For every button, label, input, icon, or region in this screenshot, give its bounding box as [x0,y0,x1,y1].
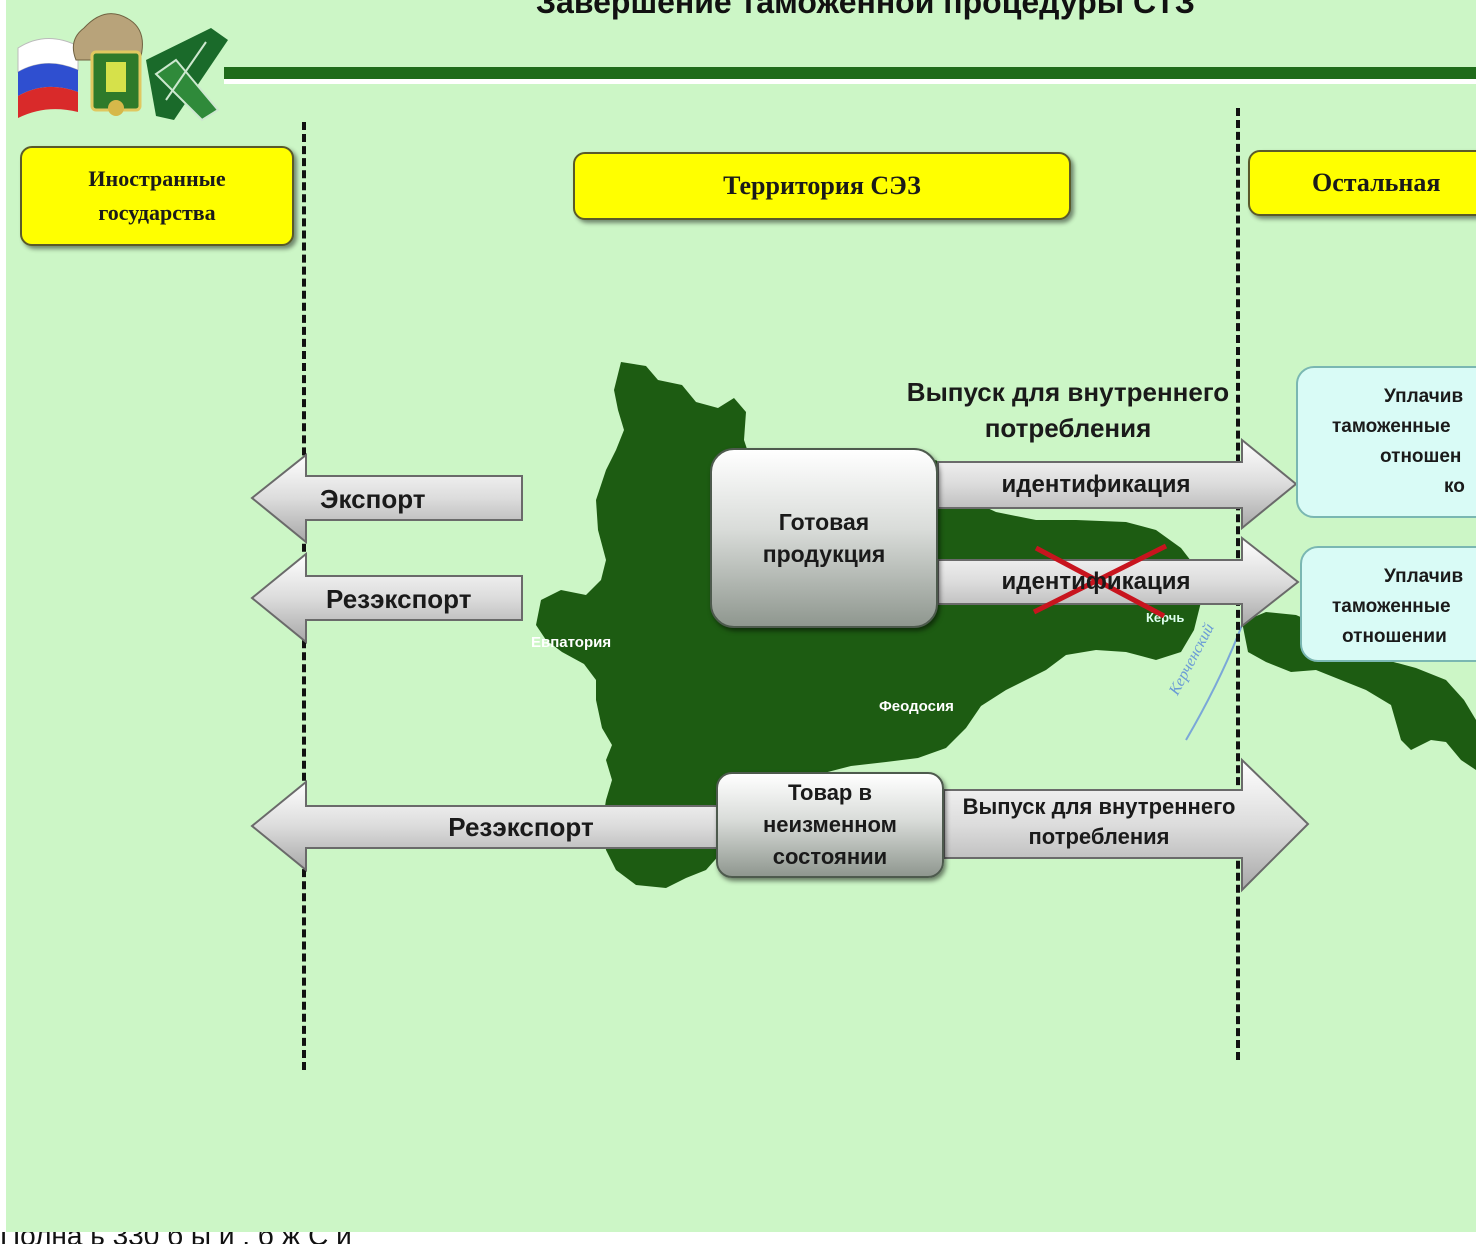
russian-flag-icon [17,37,79,118]
region-sez-label: Территория СЭЗ [723,171,921,200]
customs-logo [17,13,228,122]
identification-label-1: идентификация [1001,471,1191,498]
result-top-line-2: таможенные [1332,416,1451,437]
identification-arrow-1 [937,437,1298,531]
footer-strip: Полна ь 330 б ы й , б ж С й [0,1232,1476,1244]
header-bar [224,67,1476,79]
reexport-arrow-2 [250,779,719,873]
red-cross-icon [1032,543,1168,619]
region-rest: Остальная [1248,150,1476,216]
export-arrow [250,452,523,545]
identification-label-2: идентификация [1001,568,1191,595]
taman-land [1242,612,1476,770]
city-feodosia: Феодосия [879,698,954,715]
release-arrow [943,757,1310,893]
release-bottom-label: Выпуск для внутреннего потребления [962,794,1236,849]
region-rest-label: Остальная [1312,168,1441,197]
slide-canvas: Завершение таможенной процедуры СТЗ Евпа… [6,0,1476,1232]
emblem-icon [72,13,143,116]
region-sez: Территория СЭЗ [573,152,1071,220]
reexport-label-2: Резэкспорт [448,812,594,842]
unchanged-goods-label: Товар в неизменном состоянии [763,780,897,869]
finished-product-box: Готовая продукция [710,448,938,628]
result-bottom-line-3: отношении [1342,626,1447,647]
release-top-label: Выпуск для внутреннего потребления [906,377,1230,443]
result-top-line-1: Уплачив [1384,386,1464,407]
identification-arrow-2 [937,535,1300,629]
result-box-top: Уплачив таможенные отношен ко [1296,366,1476,518]
arrows-layer [250,437,1310,893]
unchanged-goods-box: Товар в неизменном состоянии [716,772,944,878]
header-bar-highlight [224,79,1476,84]
city-evpatoria: Евпатория [531,634,612,651]
finished-product-label: Готовая продукция [762,509,886,567]
slide-title: Завершение таможенной процедуры СТЗ [536,0,1195,20]
result-bottom-line-1: Уплачив [1384,566,1464,587]
result-box-bottom: Уплачив таможенные отношении [1300,546,1476,662]
reexport-label-1: Резэкспорт [326,584,472,614]
green-ribbon-icon [146,28,228,122]
result-top-line-3: отношен [1380,446,1462,467]
region-foreign: Иностранные государства [20,146,294,246]
export-label: Экспорт [320,484,426,514]
reexport-arrow-1 [250,551,523,645]
region-foreign-label: Иностранные государства [88,166,226,225]
footer-text: Полна ь 330 б ы й , б ж С й [0,1232,352,1244]
result-bottom-line-2: таможенные [1332,596,1451,617]
result-top-line-4: ко [1444,476,1465,497]
